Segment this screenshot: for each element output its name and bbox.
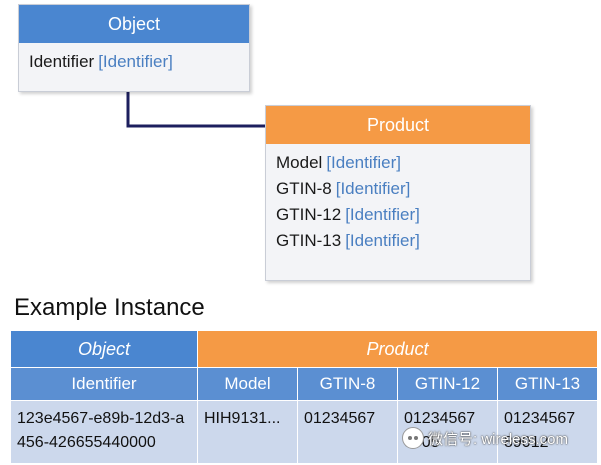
cell-gtin13: 01234567 89012 (496, 400, 599, 464)
cell-identifier: 123e4567-e89b-12d3-a456-426655440000 (10, 400, 198, 464)
product-attribute-gtin12: GTIN-12[Identifier] (276, 202, 520, 228)
column-header-gtin13: GTIN-13 (496, 367, 599, 401)
attribute-type: [Identifier] (345, 231, 420, 250)
product-entity: Product Model[Identifier] GTIN-8[Identif… (265, 105, 531, 281)
column-header-row: Identifier Model GTIN-8 GTIN-12 GTIN-13 (10, 367, 599, 401)
attribute-type: [Identifier] (326, 153, 401, 172)
product-entity-title: Product (266, 106, 530, 144)
attribute-name: Identifier (29, 52, 95, 71)
column-header-model: Model (197, 367, 298, 401)
column-header-gtin12: GTIN-12 (397, 367, 498, 401)
attribute-type: [Identifier] (345, 205, 420, 224)
cell-gtin8: 01234567 (297, 400, 398, 464)
column-header-identifier: Identifier (10, 367, 198, 401)
attribute-name: Model (276, 153, 323, 172)
attribute-name: GTIN-8 (276, 179, 332, 198)
cell-model: HIH9131... (197, 400, 298, 464)
example-instance-table: Object Product Identifier Model GTIN-8 G… (10, 330, 599, 464)
group-object: Object (10, 330, 198, 368)
group-product: Product (196, 330, 599, 368)
product-attribute-gtin8: GTIN-8[Identifier] (276, 176, 520, 202)
product-attribute-gtin13: GTIN-13[Identifier] (276, 228, 520, 254)
attribute-name: GTIN-13 (276, 231, 342, 250)
watermark: 微信号: wireless.com (402, 427, 568, 449)
table-row: 123e4567-e89b-12d3-a456-426655440000 HIH… (10, 400, 599, 464)
attribute-type: [Identifier] (335, 179, 411, 198)
group-header-row: Object Product (10, 330, 599, 368)
watermark-text: 微信号: wireless.com (428, 430, 569, 448)
column-header-gtin8: GTIN-8 (297, 367, 398, 401)
object-entity: Object Identifier[Identifier] (18, 4, 250, 92)
object-attribute-identifier: Identifier[Identifier] (29, 49, 239, 75)
example-instance-title: Example Instance (14, 294, 205, 321)
attribute-name: GTIN-12 (276, 205, 342, 224)
attribute-type: [Identifier] (98, 52, 173, 71)
product-attribute-model: Model[Identifier] (276, 150, 520, 176)
object-entity-title: Object (19, 5, 249, 43)
wechat-icon (402, 427, 424, 449)
